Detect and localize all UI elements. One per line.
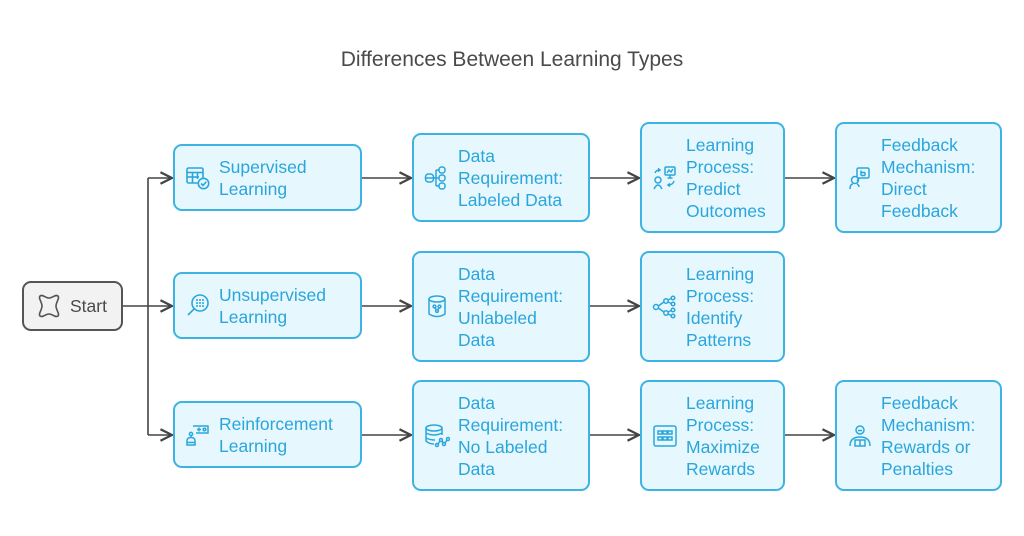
node-label: Reinforcement Learning xyxy=(219,413,333,456)
database-nodes-icon xyxy=(424,294,450,320)
puzzle-icon xyxy=(34,291,64,321)
node-label: Unsupervised Learning xyxy=(219,284,326,327)
diagram-title: Differences Between Learning Types xyxy=(340,48,684,71)
node-label: Data Requirement: Labeled Data xyxy=(458,145,564,210)
grid-panel-icon xyxy=(652,423,678,449)
database-tree-icon xyxy=(424,165,450,191)
node-label: Data Requirement: No Labeled Data xyxy=(458,392,564,479)
node-data-no-labeled[interactable]: Data Requirement: No Labeled Data xyxy=(412,380,590,491)
database-graph-icon xyxy=(424,423,450,449)
start-node[interactable]: Start xyxy=(22,281,123,331)
presenter-chart-icon xyxy=(652,165,678,191)
start-label: Start xyxy=(70,295,107,316)
node-feedback-direct[interactable]: Feedback Mechanism: Direct Feedback xyxy=(835,122,1002,233)
node-label: Data Requirement: Unlabeled Data xyxy=(458,263,564,350)
node-supervised-learning[interactable]: Supervised Learning xyxy=(173,144,362,211)
magnifier-dots-icon xyxy=(185,293,211,319)
node-label: Feedback Mechanism: Rewards or Penalties xyxy=(881,392,976,479)
person-speech-icon xyxy=(847,165,873,191)
node-label: Supervised Learning xyxy=(219,156,307,199)
node-reinforcement-learning[interactable]: Reinforcement Learning xyxy=(173,401,362,468)
table-check-icon xyxy=(185,165,211,191)
node-process-maximize[interactable]: Learning Process: Maximize Rewards xyxy=(640,380,785,491)
robot-game-icon xyxy=(185,422,211,448)
node-process-predict[interactable]: Learning Process: Predict Outcomes xyxy=(640,122,785,233)
node-process-identify[interactable]: Learning Process: Identify Patterns xyxy=(640,251,785,362)
node-label: Learning Process: Identify Patterns xyxy=(686,263,755,350)
node-data-labeled[interactable]: Data Requirement: Labeled Data xyxy=(412,133,590,222)
network-share-icon xyxy=(652,294,678,320)
node-label: Learning Process: Maximize Rewards xyxy=(686,392,760,479)
node-data-unlabeled[interactable]: Data Requirement: Unlabeled Data xyxy=(412,251,590,362)
person-podium-icon xyxy=(847,423,873,449)
node-unsupervised-learning[interactable]: Unsupervised Learning xyxy=(173,272,362,339)
node-label: Learning Process: Predict Outcomes xyxy=(686,134,766,221)
node-label: Feedback Mechanism: Direct Feedback xyxy=(881,134,976,221)
node-feedback-rewards[interactable]: Feedback Mechanism: Rewards or Penalties xyxy=(835,380,1002,491)
